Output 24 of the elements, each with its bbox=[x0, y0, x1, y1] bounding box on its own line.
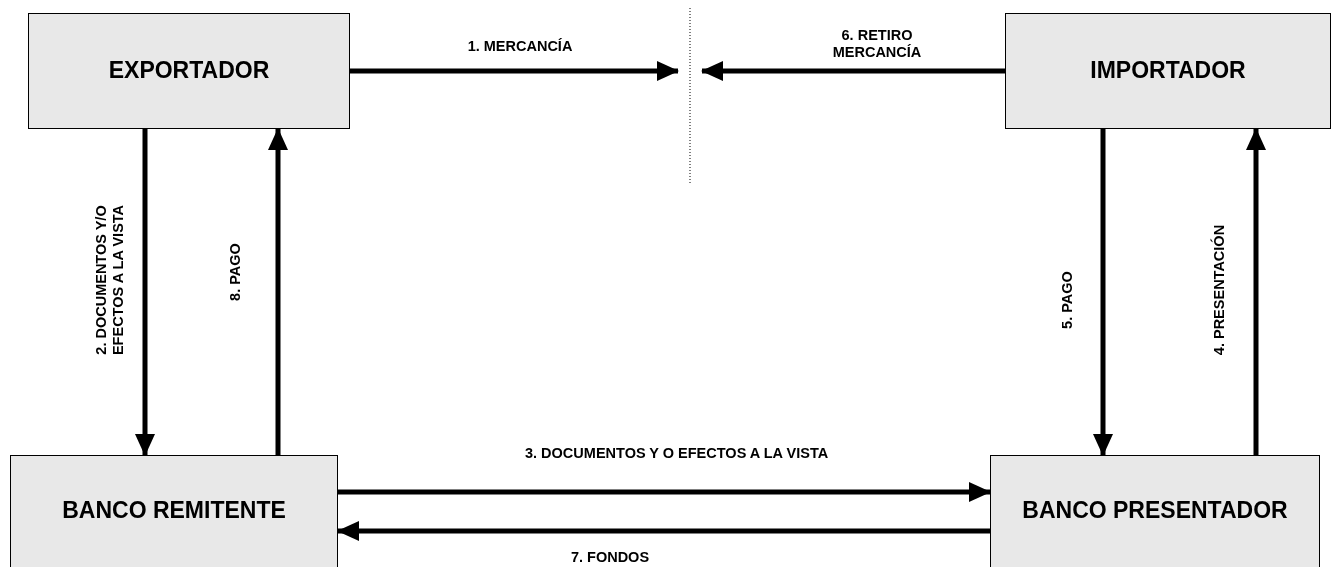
edge-label: 4. PRESENTACIÓN bbox=[1211, 223, 1229, 358]
edge-label: 1. MERCANCÍA bbox=[466, 38, 574, 56]
box-label: BANCO PRESENTADOR bbox=[1022, 496, 1288, 526]
arrow bbox=[268, 128, 288, 455]
entity-box bbox=[28, 13, 350, 129]
edge-label: 3. DOCUMENTOS Y O EFECTOS A LA VISTA bbox=[525, 445, 830, 463]
entity-box bbox=[1005, 13, 1331, 129]
box-label: BANCO REMITENTE bbox=[62, 496, 286, 526]
edge-label: 7. FONDOS bbox=[569, 549, 651, 567]
arrow bbox=[337, 521, 990, 541]
edge-label: 8. PAGO bbox=[227, 242, 245, 303]
arrow bbox=[701, 61, 1005, 81]
entity-box bbox=[10, 455, 338, 567]
entity-box bbox=[990, 455, 1320, 567]
arrow bbox=[1093, 129, 1113, 456]
box-label: EXPORTADOR bbox=[108, 56, 270, 86]
box-label: IMPORTADOR bbox=[1090, 56, 1246, 86]
arrow bbox=[338, 482, 991, 502]
arrow bbox=[135, 129, 155, 456]
arrow bbox=[350, 61, 679, 81]
edge-label: 5. PAGO bbox=[1059, 270, 1077, 331]
edge-label: 6. RETIRO MERCANCÍA bbox=[831, 26, 923, 62]
edge-label: 2. DOCUMENTOS Y/O EFECTOS A LA VISTA bbox=[92, 203, 127, 358]
arrow bbox=[1246, 128, 1266, 455]
